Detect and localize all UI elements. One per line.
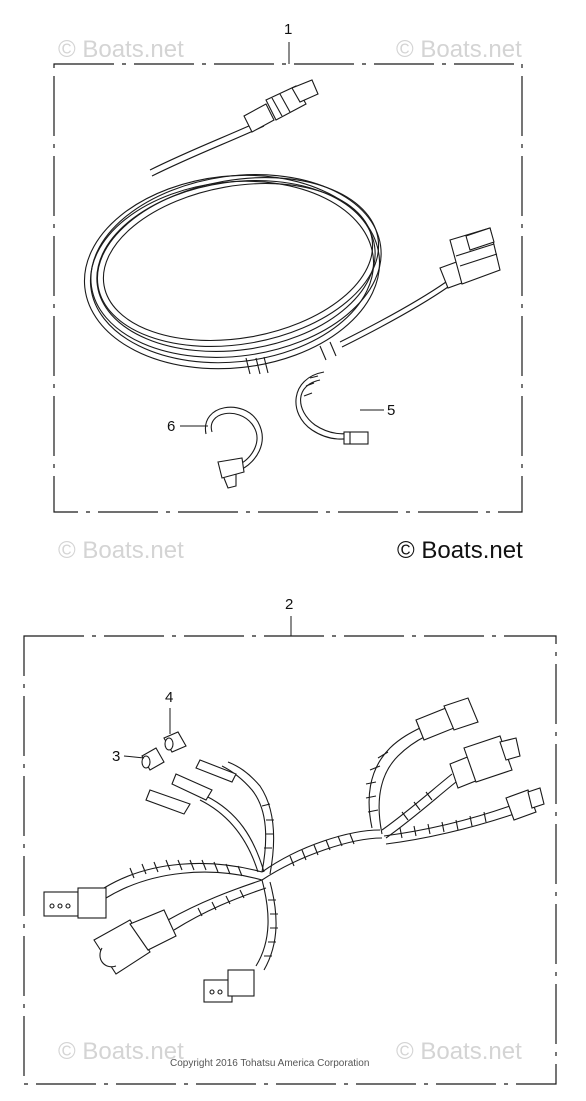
watermark-text: © Boats.net	[396, 36, 522, 63]
copyright-text: Copyright 2016 Tohatsu America Corporati…	[170, 1058, 370, 1069]
cable-coil	[83, 119, 449, 375]
watermark-text: © Boats.net	[396, 1038, 522, 1065]
watermark-text: © Boats.net	[58, 537, 184, 564]
group-2-frame	[23, 635, 557, 1085]
callout-3-leader	[123, 755, 145, 759]
brand-mark: © Boats.net	[397, 537, 523, 564]
terminal-part-3	[141, 747, 165, 771]
callout-5: 5	[387, 402, 396, 419]
callout-6: 6	[167, 418, 176, 435]
sleeve-part-4	[163, 731, 187, 753]
harness-connectors	[43, 697, 545, 1003]
clamp-part-6	[204, 406, 263, 489]
callout-2: 2	[285, 596, 294, 613]
watermark-text: © Boats.net	[58, 1038, 184, 1065]
round-connector	[243, 79, 319, 133]
cable-tie-part-5	[295, 371, 369, 445]
group-1-frame	[53, 63, 523, 513]
wire-harness	[103, 727, 515, 971]
callout-3: 3	[112, 748, 121, 765]
rect-connector	[439, 227, 501, 289]
callout-4: 4	[165, 689, 174, 706]
callout-1: 1	[284, 21, 293, 38]
watermark-text: © Boats.net	[58, 36, 184, 63]
